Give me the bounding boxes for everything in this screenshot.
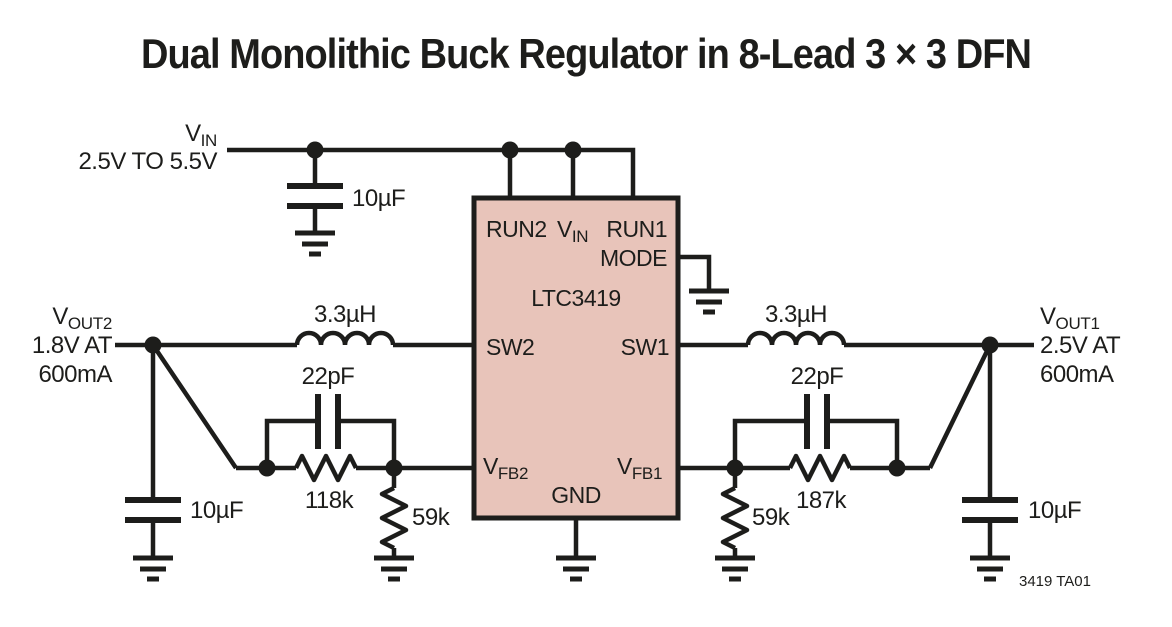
junction-dot [258, 459, 276, 477]
vout1-spec2: 600mA [1040, 361, 1114, 388]
output2-cap-value: 10µF [190, 497, 243, 524]
input-bypass-capacitor [287, 186, 343, 206]
pin-run2-label: RUN2 [486, 216, 547, 242]
pin-sw2-label: SW2 [486, 334, 534, 360]
pin-vin-label: VIN [557, 216, 588, 246]
junction-dot [385, 459, 403, 477]
resistor-118k-value: 118k [305, 487, 355, 514]
input-supply-section: VIN 2.5V TO 5.5V 10µF [78, 120, 636, 254]
junction-dot [501, 141, 519, 159]
junction-dot [144, 336, 162, 354]
vout2-spec2: 600mA [38, 361, 112, 388]
output2-section: VOUT2 1.8V AT 600mA 3.3µH 22pF 118k 59k … [32, 301, 474, 579]
vin-range-label: 2.5V TO 5.5V [78, 148, 217, 175]
vout2-spec1: 1.8V AT [32, 332, 113, 359]
vin-label: VIN [185, 120, 217, 150]
mode-wire [678, 254, 712, 291]
feedforward2-value: 22pF [302, 363, 355, 390]
figure-note: 3419 TA01 [1019, 573, 1091, 590]
inductor2-value: 3.3µH [314, 301, 376, 328]
inductor1-value: 3.3µH [765, 301, 827, 328]
chip-ground-icon [556, 558, 596, 579]
mode-ground-icon [689, 291, 729, 312]
schematic-title: Dual Monolithic Buck Regulator in 8-Lead… [141, 30, 1031, 77]
junction-dot [888, 459, 906, 477]
chip-part-number: LTC3419 [531, 285, 620, 311]
input-cap-value: 10µF [352, 185, 405, 212]
output2-inductor [297, 333, 393, 345]
sw2-rail-wire [115, 342, 474, 558]
feedforward-cap-22pf-right [807, 394, 827, 449]
input-cap-ground-icon [295, 233, 335, 254]
junction-dot [981, 336, 999, 354]
pin-run1-label: RUN1 [606, 216, 667, 242]
feedforward1-value: 22pF [791, 363, 844, 390]
resistor-59k-left-value: 59k [412, 504, 451, 531]
chip-body [471, 195, 681, 521]
vfb2-rail-wire [236, 418, 474, 558]
output1-cap-value: 10µF [1028, 497, 1081, 524]
feedback-resistor-59k-left [382, 488, 406, 548]
junction-dot [726, 459, 744, 477]
pin-vfb2-label: VFB2 [483, 453, 528, 483]
resistor-59k-right-value: 59k [752, 504, 791, 531]
sw1-rail-wire [678, 342, 1034, 558]
output1-section: VOUT1 2.5V AT 600mA 3.3µH 22pF 187k 59k … [678, 301, 1121, 579]
output1-cap-ground-icon [970, 558, 1010, 579]
resistor-ground-icon [374, 558, 414, 579]
resistor-ground-icon [715, 558, 755, 579]
pin-gnd-label: GND [551, 482, 601, 508]
pin-vfb1-label: VFB1 [617, 453, 662, 483]
regulator-chip: RUN2 VIN RUN1 MODE LTC3419 SW2 SW1 VFB2 … [471, 195, 729, 579]
resistor-187k-value: 187k [796, 487, 848, 514]
vout1-spec1: 2.5V AT [1040, 332, 1121, 359]
output1-inductor [748, 333, 844, 345]
vin-rail-wire [227, 147, 636, 233]
vout2-label: VOUT2 [52, 303, 112, 333]
output1-capacitor [962, 500, 1018, 520]
feedback-resistor-187k [790, 456, 850, 480]
pin-sw1-label: SW1 [621, 334, 669, 360]
output2-capacitor [125, 500, 181, 520]
feedforward-cap-22pf-left [318, 394, 338, 449]
feedback-resistor-118k [296, 456, 356, 480]
vout1-label: VOUT1 [1040, 303, 1100, 333]
junction-dot [306, 141, 324, 159]
feedback-resistor-59k-right [723, 488, 747, 548]
junction-dot [564, 141, 582, 159]
pin-mode-label: MODE [600, 245, 667, 271]
output2-cap-ground-icon [133, 558, 173, 579]
